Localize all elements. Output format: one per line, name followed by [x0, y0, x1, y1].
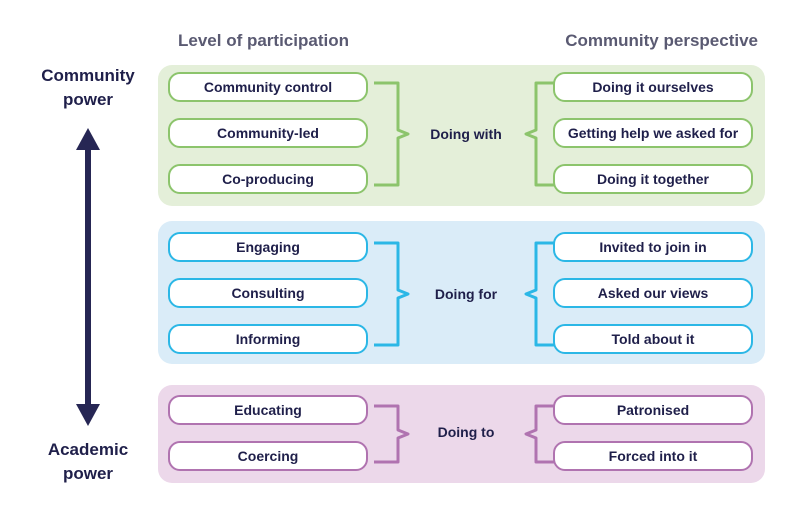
- level-educating: Educating: [168, 395, 368, 425]
- label-doing-with: Doing with: [430, 126, 502, 142]
- perspective-asked-our-views: Asked our views: [553, 278, 753, 308]
- perspective-doing-it-together: Doing it together: [553, 164, 753, 194]
- level-community-led: Community-led: [168, 118, 368, 148]
- perspective-patronised: Patronised: [553, 395, 753, 425]
- band-doing-to: Educating Coercing Doing to Patronised F…: [158, 385, 765, 483]
- academic-power-label: Academic power: [18, 438, 158, 486]
- level-of-participation-header: Level of participation: [178, 31, 349, 50]
- perspective-doing-it-ourselves: Doing it ourselves: [553, 72, 753, 102]
- left-brace-doing-with-icon: [374, 81, 410, 187]
- band-doing-with: Community control Community-led Co-produ…: [158, 65, 765, 206]
- perspective-invited-to-join-in: Invited to join in: [553, 232, 753, 262]
- level-consulting: Consulting: [168, 278, 368, 308]
- academic-power-line-1: Academic: [47, 440, 129, 459]
- perspective-told-about-it: Told about it: [553, 324, 753, 354]
- level-co-producing: Co-producing: [168, 164, 368, 194]
- level-informing: Informing: [168, 324, 368, 354]
- left-brace-doing-to-icon: [374, 404, 410, 464]
- level-engaging: Engaging: [168, 232, 368, 262]
- perspective-forced-into-it: Forced into it: [553, 441, 753, 471]
- perspective-getting-help: Getting help we asked for: [553, 118, 753, 148]
- right-brace-doing-to-icon: [524, 404, 560, 464]
- community-power-label: Community power: [18, 64, 158, 112]
- right-brace-doing-with-icon: [524, 81, 560, 187]
- label-doing-for: Doing for: [434, 286, 498, 302]
- level-coercing: Coercing: [168, 441, 368, 471]
- right-brace-doing-for-icon: [524, 241, 560, 347]
- community-power-line-1: Community: [41, 66, 135, 85]
- community-perspective-header: Community perspective: [565, 31, 758, 50]
- community-power-line-2: power: [62, 90, 114, 109]
- left-brace-doing-for-icon: [374, 241, 410, 347]
- level-community-control: Community control: [168, 72, 368, 102]
- power-double-arrow-icon: [76, 128, 100, 426]
- label-doing-to: Doing to: [437, 424, 495, 440]
- band-doing-for: Engaging Consulting Informing Doing for …: [158, 221, 765, 364]
- academic-power-line-2: power: [62, 464, 114, 483]
